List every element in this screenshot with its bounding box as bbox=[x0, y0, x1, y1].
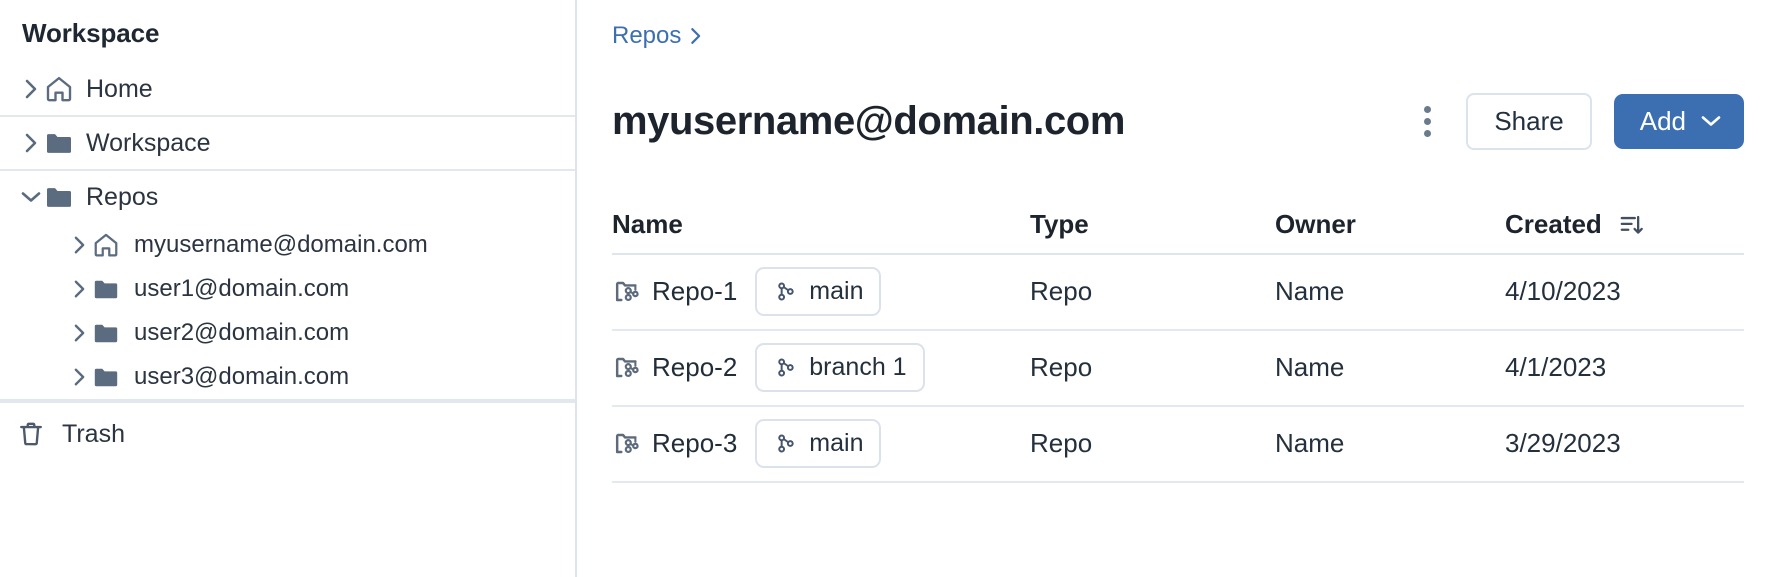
cell-name: Repo-2 branch 1 bbox=[612, 343, 1030, 393]
cell-created: 4/1/2023 bbox=[1505, 352, 1607, 383]
repo-name: Repo-1 bbox=[652, 276, 738, 307]
branch-name: main bbox=[809, 277, 864, 306]
sidebar-item-repos[interactable]: Repos bbox=[0, 171, 575, 223]
repo-name: Repo-3 bbox=[652, 428, 738, 459]
sort-descending-icon[interactable] bbox=[1618, 212, 1644, 238]
page-actions: Share Add bbox=[1410, 93, 1744, 150]
sidebar-item-label: user2@domain.com bbox=[134, 319, 350, 346]
sidebar-group-workspace: Workspace bbox=[0, 117, 575, 171]
branch-pill[interactable]: main bbox=[755, 267, 882, 317]
chevron-right-icon[interactable] bbox=[18, 78, 44, 100]
sidebar-group-home: Home bbox=[0, 63, 575, 117]
sidebar-item-label: Repos bbox=[86, 182, 159, 211]
trash-icon bbox=[16, 419, 60, 449]
chevron-right-icon[interactable] bbox=[66, 279, 92, 299]
folder-icon bbox=[92, 275, 130, 303]
column-header-created[interactable]: Created bbox=[1505, 209, 1744, 240]
chevron-down-icon bbox=[1700, 114, 1722, 129]
sidebar-item-label: Trash bbox=[62, 419, 125, 448]
folder-icon bbox=[44, 182, 82, 212]
sidebar-divider bbox=[0, 401, 575, 403]
sidebar-title: Workspace bbox=[22, 18, 160, 48]
kebab-dot bbox=[1423, 105, 1431, 113]
table-row[interactable]: Repo-3 main bbox=[612, 407, 1744, 483]
chevron-down-icon[interactable] bbox=[18, 189, 44, 205]
sidebar-item-label: Home bbox=[86, 74, 153, 103]
share-button[interactable]: Share bbox=[1466, 93, 1592, 150]
cell-owner: Name bbox=[1275, 276, 1345, 307]
table-row[interactable]: Repo-1 main bbox=[612, 255, 1744, 331]
add-button[interactable]: Add bbox=[1613, 94, 1744, 149]
branch-pill[interactable]: branch 1 bbox=[755, 343, 925, 393]
chevron-right-icon bbox=[689, 26, 702, 46]
repo-icon bbox=[612, 428, 652, 459]
main-content: Repos myusername@domain.com Share Add bbox=[577, 0, 1780, 577]
repo-icon bbox=[612, 276, 652, 307]
chevron-right-icon[interactable] bbox=[18, 132, 44, 154]
add-button-label: Add bbox=[1639, 106, 1686, 136]
sidebar-item-label: user3@domain.com bbox=[134, 363, 350, 390]
repo-name: Repo-2 bbox=[652, 352, 738, 383]
table-header-row: Name Type Owner Created bbox=[612, 197, 1744, 255]
kebab-dot bbox=[1423, 129, 1431, 137]
more-vertical-icon[interactable] bbox=[1410, 99, 1444, 143]
table-row[interactable]: Repo-2 branch 1 bbox=[612, 331, 1744, 407]
sidebar-item-user1[interactable]: user1@domain.com bbox=[0, 267, 575, 311]
sidebar-item-home[interactable]: Home bbox=[0, 63, 575, 115]
column-header-type[interactable]: Type bbox=[1030, 209, 1089, 240]
repos-table: Name Type Owner Created bbox=[612, 197, 1744, 483]
chevron-right-icon[interactable] bbox=[66, 323, 92, 343]
sidebar-item-user3[interactable]: user3@domain.com bbox=[0, 355, 575, 399]
sidebar-item-myusername[interactable]: myusername@domain.com bbox=[0, 223, 575, 267]
git-branch-icon bbox=[773, 355, 798, 380]
cell-name: Repo-1 main bbox=[612, 267, 1030, 317]
branch-name: branch 1 bbox=[809, 353, 907, 382]
page-header: myusername@domain.com Share Add bbox=[612, 72, 1780, 171]
column-header-owner[interactable]: Owner bbox=[1275, 209, 1356, 240]
cell-type: Repo bbox=[1030, 352, 1093, 383]
kebab-dot bbox=[1423, 117, 1431, 125]
home-icon bbox=[44, 74, 82, 104]
repo-icon bbox=[612, 352, 652, 383]
cell-owner: Name bbox=[1275, 352, 1345, 383]
sidebar-item-user2[interactable]: user2@domain.com bbox=[0, 311, 575, 355]
folder-icon bbox=[44, 128, 82, 158]
sidebar-item-label: myusername@domain.com bbox=[134, 231, 428, 258]
branch-pill[interactable]: main bbox=[755, 419, 882, 469]
git-branch-icon bbox=[773, 279, 798, 304]
sidebar-group-repos: Repos myusername@domain.com user1@doma bbox=[0, 171, 575, 401]
git-branch-icon bbox=[773, 431, 798, 456]
page-title: myusername@domain.com bbox=[612, 98, 1125, 143]
chevron-right-icon[interactable] bbox=[66, 367, 92, 387]
cell-created: 4/10/2023 bbox=[1505, 276, 1621, 307]
breadcrumb-item-repos[interactable]: Repos bbox=[612, 22, 682, 49]
cell-name: Repo-3 main bbox=[612, 419, 1030, 469]
column-header-created-label: Created bbox=[1505, 209, 1602, 240]
cell-type: Repo bbox=[1030, 428, 1093, 459]
column-header-name[interactable]: Name bbox=[612, 209, 683, 240]
workspace-sidebar: Workspace Home Works bbox=[0, 0, 577, 577]
sidebar-item-label: user1@domain.com bbox=[134, 275, 350, 302]
sidebar-item-trash[interactable]: Trash bbox=[0, 403, 575, 465]
folder-icon bbox=[92, 319, 130, 347]
breadcrumb: Repos bbox=[612, 0, 1780, 50]
folder-icon bbox=[92, 363, 130, 391]
cell-created: 3/29/2023 bbox=[1505, 428, 1621, 459]
sidebar-item-label: Workspace bbox=[86, 128, 211, 157]
chevron-right-icon[interactable] bbox=[66, 235, 92, 255]
cell-owner: Name bbox=[1275, 428, 1345, 459]
cell-type: Repo bbox=[1030, 276, 1093, 307]
sidebar-item-workspace[interactable]: Workspace bbox=[0, 117, 575, 169]
branch-name: main bbox=[809, 429, 864, 458]
home-icon bbox=[92, 231, 130, 259]
